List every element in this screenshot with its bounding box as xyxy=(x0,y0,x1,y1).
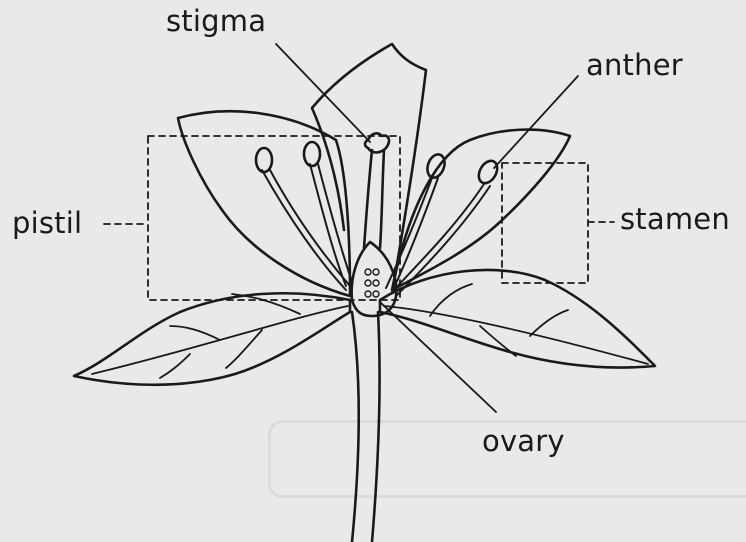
left-leaf xyxy=(74,293,350,385)
stigma-label: stigma xyxy=(166,4,266,38)
ovary-label: ovary xyxy=(482,424,565,458)
style xyxy=(364,150,384,248)
right-leaf xyxy=(380,270,655,367)
stigma-leader-line xyxy=(276,44,370,142)
anther-1 xyxy=(256,148,272,172)
pistil-label: pistil xyxy=(12,206,82,240)
ovary-leader-line xyxy=(380,302,496,412)
center-petal xyxy=(312,44,426,282)
anther-leader-line xyxy=(494,76,578,168)
anther-4 xyxy=(475,158,501,187)
anther-2 xyxy=(304,142,320,166)
stamen-dashed-box xyxy=(502,163,588,283)
ovules xyxy=(365,269,379,297)
stamen-label: stamen xyxy=(620,202,730,236)
stem xyxy=(352,312,380,542)
anther-label: anther xyxy=(586,48,683,82)
pistil-dashed-box xyxy=(148,136,400,300)
anther-3 xyxy=(424,152,447,180)
